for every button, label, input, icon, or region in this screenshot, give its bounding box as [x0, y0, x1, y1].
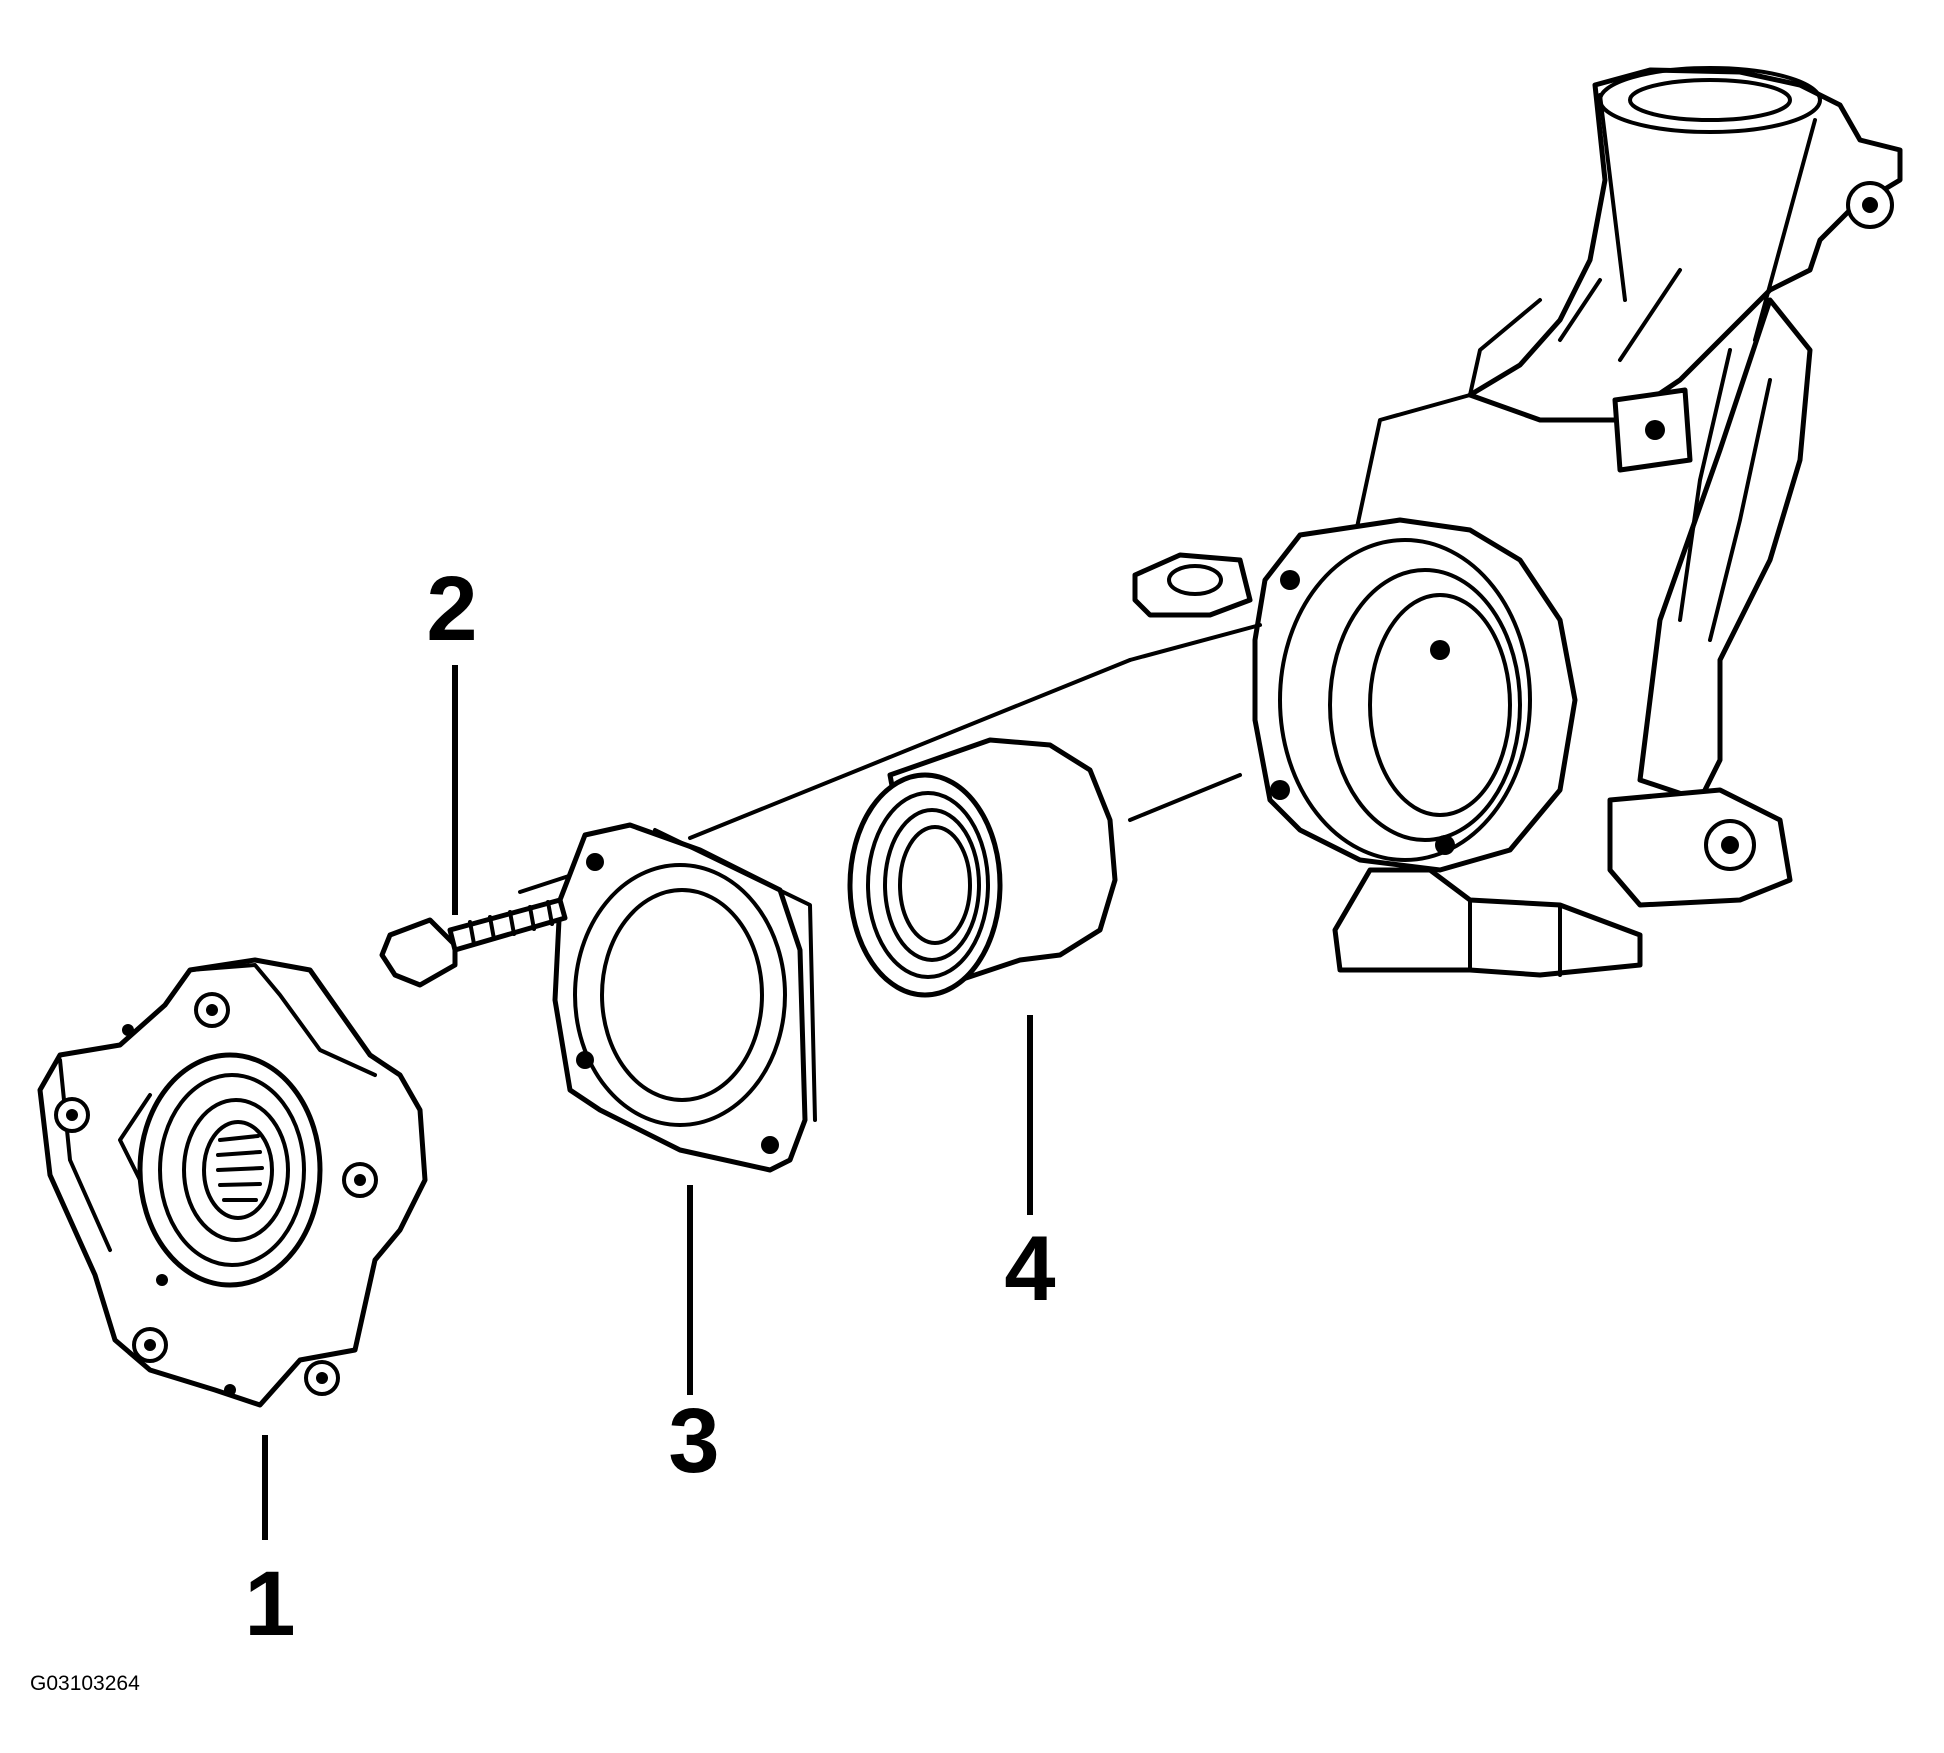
leader-lines [262, 665, 1033, 1540]
wheel-bearing [847, 737, 1118, 998]
assembly-axis-lines [518, 623, 1262, 894]
callouts: 1 2 3 4 [244, 558, 1055, 1655]
figure-id: G03103264 [30, 1672, 140, 1695]
steering-knuckle [1132, 66, 1903, 978]
hub-flange [37, 957, 428, 1408]
callout-1: 1 [244, 1553, 295, 1655]
callout-2: 2 [426, 558, 477, 660]
hub-bolt [379, 897, 568, 988]
callout-4: 4 [1004, 1218, 1055, 1320]
callout-3: 3 [668, 1390, 719, 1492]
splash-shield [552, 822, 817, 1173]
